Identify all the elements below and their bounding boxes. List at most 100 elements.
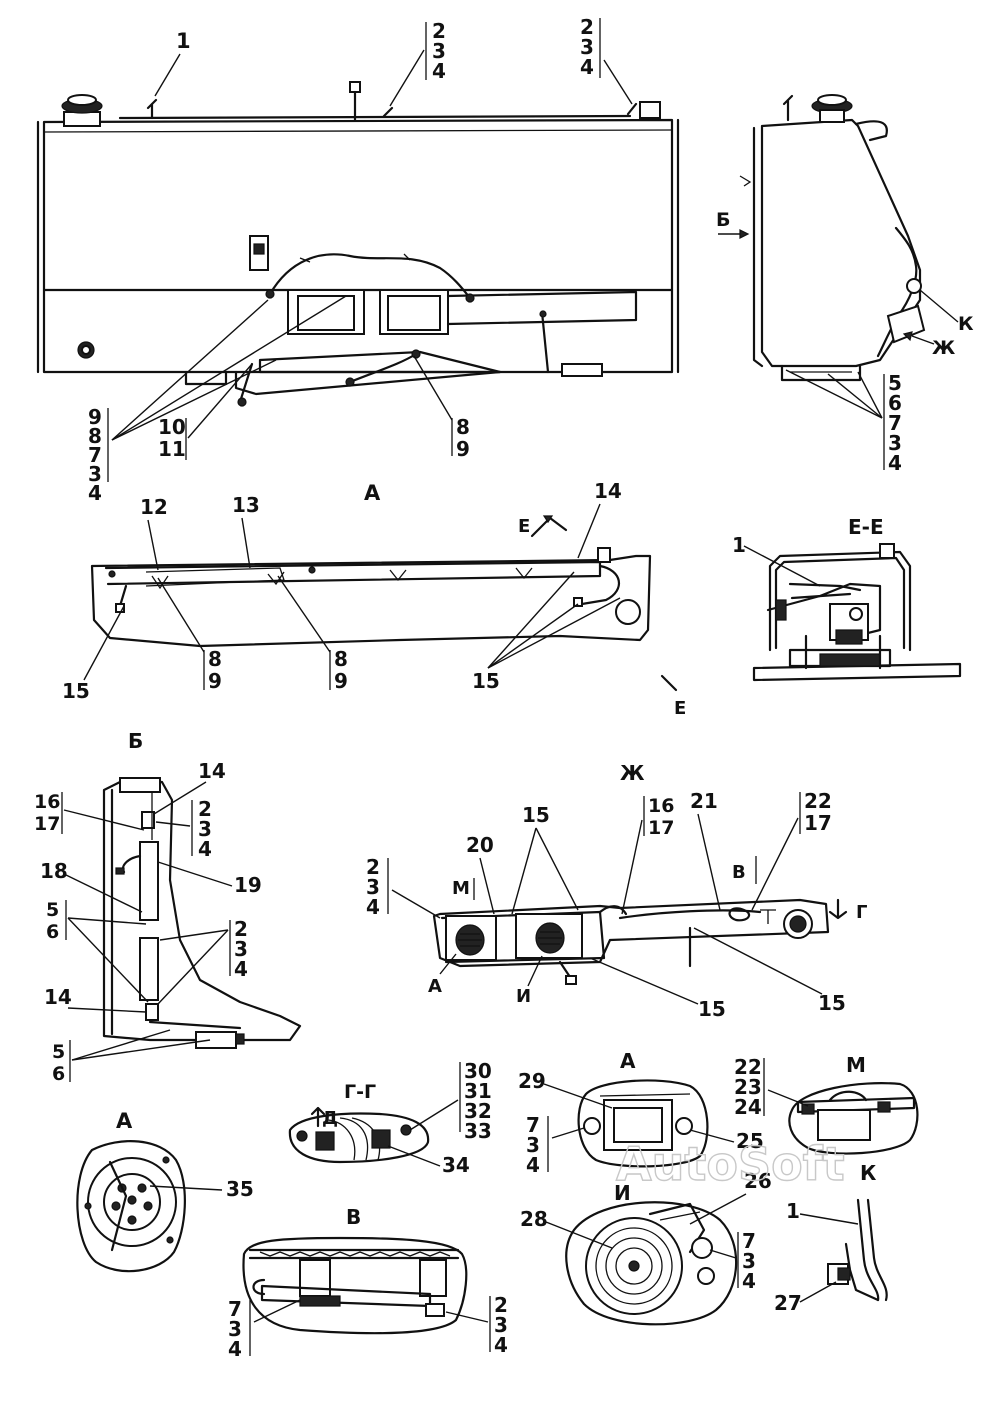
callout-5-6-a: 5 6 (46, 899, 149, 1003)
callout-20: 20 (466, 833, 494, 857)
view-a-title: А (364, 481, 381, 505)
tank-side-view (36, 81, 680, 407)
view-zh-callouts: 2 3 4 20 М 15 16 17 21 В 22 17 Г А (366, 789, 867, 1021)
callout-8-9-a: 8 9 (413, 355, 470, 461)
svg-text:23: 23 (734, 1075, 762, 1099)
svg-text:33: 33 (464, 1119, 492, 1143)
svg-text:4: 4 (228, 1337, 242, 1361)
detail-m-callouts: 22 23 24 (734, 1055, 809, 1119)
callout-2-3-4-f: 2 3 4 (445, 1293, 508, 1357)
view-zh: Ж (432, 761, 830, 985)
svg-text:32: 32 (464, 1099, 492, 1123)
svg-text:7: 7 (88, 443, 102, 467)
callout-19: 19 (234, 873, 262, 897)
svg-text:22: 22 (734, 1055, 762, 1079)
callout-12: 12 (140, 495, 168, 519)
callout-1: 1 (176, 29, 191, 53)
svg-text:4: 4 (234, 957, 248, 981)
detail-a-callout: 35 (149, 1177, 254, 1201)
detail-v-callouts: 7 3 4 2 3 4 (228, 1293, 508, 1361)
section-g-g: Г-Г Д (288, 1081, 430, 1164)
svg-text:3: 3 (526, 1133, 540, 1157)
callout-28: 28 (520, 1207, 548, 1231)
svg-text:31: 31 (464, 1079, 492, 1103)
callouts-top: 1 2 3 4 2 3 4 9 8 7 3 4 1 (88, 15, 633, 505)
detail-v-title: В (346, 1205, 361, 1229)
view-b-title: Б (128, 729, 143, 753)
callout-2-3-4-b: 2 3 4 (580, 15, 633, 105)
svg-text:6: 6 (46, 921, 59, 943)
callout-35: 35 (226, 1177, 254, 1201)
callout-14-b-bottom: 14 (44, 985, 72, 1009)
callout-16-17-b: 16 17 (621, 795, 674, 915)
detail-a-relay-title: А (620, 1049, 636, 1073)
svg-text:16: 16 (648, 795, 674, 817)
detail-k: К (827, 1161, 888, 1302)
svg-text:3: 3 (432, 39, 446, 63)
svg-text:17: 17 (34, 813, 60, 835)
mark-e-lower: Е (674, 698, 686, 719)
svg-text:5: 5 (46, 899, 59, 921)
callout-25: 25 (736, 1129, 764, 1153)
callout-22-23-24: 22 23 24 (734, 1055, 809, 1119)
svg-text:3: 3 (580, 35, 594, 59)
detail-i-title: И (614, 1181, 631, 1205)
svg-text:4: 4 (580, 55, 594, 79)
callout-16-17-a: 16 17 (34, 791, 145, 835)
callout-18: 18 (40, 859, 68, 883)
svg-text:3: 3 (198, 817, 212, 841)
callout-14-b-top: 14 (198, 759, 226, 783)
callout-15-zh-top: 15 (522, 803, 550, 827)
svg-text:7: 7 (228, 1297, 242, 1321)
autosoft-watermark: AutoSoft (616, 1137, 845, 1191)
svg-text:8: 8 (88, 424, 102, 448)
svg-text:8: 8 (334, 647, 348, 671)
mark-d: Д (322, 1108, 338, 1129)
callout-2-3-4-c: 2 3 4 (155, 797, 212, 861)
svg-text:4: 4 (742, 1269, 756, 1293)
svg-text:2: 2 (432, 19, 446, 43)
svg-text:7: 7 (888, 411, 902, 435)
detail-i-callouts: 26 28 7 3 4 (520, 1169, 772, 1293)
detail-k-title: К (860, 1161, 877, 1185)
tank-end-view (739, 94, 926, 382)
svg-text:9: 9 (334, 669, 348, 693)
svg-text:4: 4 (432, 59, 446, 83)
svg-text:3: 3 (494, 1313, 508, 1337)
callout-2-3-4-d: 2 3 4 (157, 917, 248, 1005)
svg-text:17: 17 (804, 811, 832, 835)
svg-text:3: 3 (228, 1317, 242, 1341)
callout-30-33: 30 31 32 33 (409, 1059, 492, 1143)
svg-text:11: 11 (158, 437, 186, 461)
mark-e-upper: Е (518, 516, 530, 537)
svg-text:3: 3 (742, 1249, 756, 1273)
detail-m-title: М (846, 1053, 866, 1077)
svg-text:9: 9 (208, 669, 222, 693)
mark-b: Б (716, 209, 730, 231)
callout-7-3-4-c: 7 3 4 (228, 1297, 301, 1361)
detail-a-title: А (116, 1109, 133, 1133)
detail-m: М (788, 1053, 919, 1155)
svg-text:4: 4 (198, 837, 212, 861)
callout-34: 34 (442, 1153, 470, 1177)
svg-text:6: 6 (52, 1063, 65, 1085)
svg-text:5: 5 (888, 371, 902, 395)
callout-13: 13 (232, 493, 260, 517)
view-a-callouts: 12 13 14 Е 15 8 9 8 9 15 Е (62, 479, 686, 719)
svg-text:22: 22 (804, 789, 832, 813)
view-zh-title: Ж (620, 761, 645, 785)
callout-15-zh-right: 15 (818, 991, 846, 1015)
callout-15-zh-mid: 15 (698, 997, 726, 1021)
detail-a-plug: А (76, 1109, 186, 1273)
view-b-callouts: 14 16 17 2 3 4 19 18 5 6 2 3 (34, 759, 262, 1085)
mark-zh: Ж (932, 337, 955, 359)
callout-15-right: 15 (472, 669, 500, 693)
svg-text:3: 3 (366, 875, 380, 899)
svg-text:4: 4 (366, 895, 380, 919)
callout-15-left: 15 (62, 679, 90, 703)
svg-text:10: 10 (158, 415, 186, 439)
svg-text:17: 17 (648, 817, 674, 839)
svg-text:2: 2 (198, 797, 212, 821)
callout-8-9-b: 8 9 (157, 577, 222, 693)
